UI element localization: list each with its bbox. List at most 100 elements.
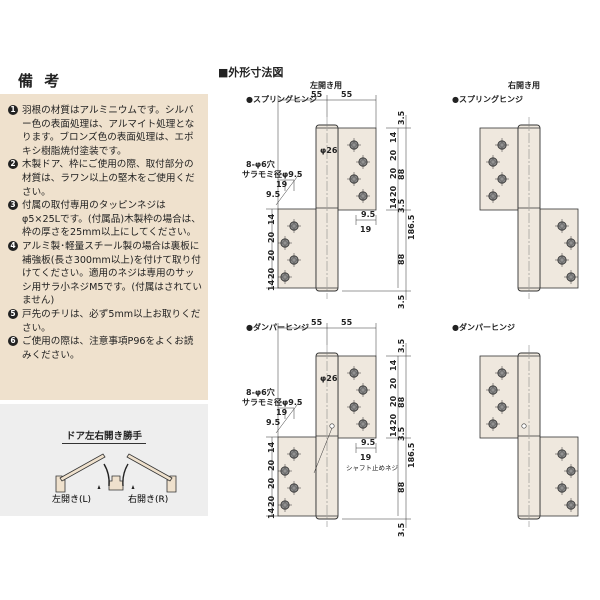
dimension-label: 19: [276, 408, 288, 417]
dimension-label: 14: [389, 359, 398, 371]
dimension-label: 14: [267, 507, 276, 519]
knuckle-joint: [316, 127, 338, 289]
dimension-label: 55: [311, 318, 323, 327]
notes-title: 備 考: [18, 72, 63, 90]
dimension-label: 19: [360, 453, 372, 462]
right-opening-column-title: 右開き用: [508, 81, 540, 90]
hole-centerline: [495, 172, 509, 186]
right-swing-arrow-icon: [122, 463, 129, 487]
note-number-badge: 6: [8, 336, 18, 347]
dimension-line: [266, 323, 411, 528]
dimension-lines: [266, 95, 411, 300]
note-text: 付属の取付専用のタッピンネジはφ5×25Lです。(付属品)木製枠の場合は、枠の厚…: [22, 200, 201, 239]
dimension-label: 55: [341, 318, 353, 327]
hole-centerline: [356, 155, 370, 169]
dimension-label: 3.5: [397, 522, 406, 537]
leader-line: [275, 400, 301, 434]
upper-leaf: [337, 355, 377, 439]
spring-hinge-title-left: ●スプリングヒンジ: [246, 95, 317, 104]
dimension-label: 8-φ6穴: [246, 159, 275, 169]
hole-centerline: [356, 383, 370, 397]
dimension-label: 9.5: [266, 418, 281, 427]
left-opening-label: 左開き(L): [52, 493, 91, 505]
spring-hinge-drawing: [277, 117, 377, 299]
dimension-label: 20: [267, 459, 276, 471]
dimension-label: シャフト止めネジ: [346, 463, 399, 472]
left-door-leaf-icon: [59, 453, 106, 482]
dimension-line: [266, 95, 411, 300]
dimension-label: 88: [397, 481, 406, 493]
hole-centerline: [287, 253, 301, 267]
right-door-leaf-icon: [126, 453, 173, 482]
spring-hinge-title-right: ●スプリングヒンジ: [452, 95, 523, 104]
dimension-lines: [266, 323, 411, 528]
hole-centerline: [495, 138, 509, 152]
dimension-label: 20: [267, 495, 276, 507]
hole-centerline: [564, 270, 578, 284]
dimension-label: 19: [276, 180, 288, 189]
left-opening-column-title: 左開き用: [310, 81, 342, 90]
dimension-label: φ26: [320, 146, 338, 155]
hole-centerline: [278, 236, 292, 250]
hole-centerline: [278, 498, 292, 512]
note-number-badge: 3: [8, 200, 18, 211]
hole-centerline: [287, 481, 301, 495]
hole-centerline: [287, 447, 301, 461]
damper-hinge-drawing: [479, 345, 579, 527]
hole-centerline: [278, 270, 292, 284]
dimension-label: サラモミ径φ9.5: [242, 397, 303, 407]
dimension-label: 14: [389, 425, 398, 437]
hole-centerline: [495, 366, 509, 380]
dimension-label: 55: [311, 90, 323, 99]
dimension-label: φ26: [320, 374, 338, 383]
hole-centerline: [555, 253, 569, 267]
hole-centerline: [555, 219, 569, 233]
spring-hinge-drawing: [479, 117, 579, 299]
hole-centerline: [564, 498, 578, 512]
dimension-label: 3.5: [397, 110, 406, 125]
upper-leaf: [479, 355, 519, 439]
dimension-label: 3.5: [397, 426, 406, 441]
dimension-label: 88: [397, 168, 406, 180]
dimension-drawing-title: ■外形寸法図: [218, 66, 284, 79]
upper-leaf: [479, 127, 519, 211]
dimension-label: 20: [267, 249, 276, 261]
door-hand-diagram: 左開き(L) 右開き(R): [52, 453, 177, 505]
dimension-label: 3.5: [397, 294, 406, 309]
damper-hinge-drawing: [277, 345, 377, 527]
knuckle-joint: [316, 355, 338, 517]
hole-centerline: [555, 447, 569, 461]
dimension-label: 14: [267, 441, 276, 453]
note-item: 3 付属の取付専用のタッピンネジはφ5×25Lです。(付属品)木製枠の場合は、枠の…: [8, 199, 202, 240]
note-number-badge: 4: [8, 240, 18, 251]
shaft-screw-icon: [521, 423, 527, 429]
dimension-label: 14: [267, 213, 276, 225]
hole-centerline: [347, 172, 361, 186]
dimension-label: 9.5: [361, 210, 376, 219]
dimension-label: 14: [389, 197, 398, 209]
dimension-label: 88: [397, 253, 406, 265]
dimension-label: 9.5: [361, 438, 376, 447]
hole-centerline: [278, 464, 292, 478]
note-text: 戸先のチリは、必ず5mm以上お取りください。: [22, 308, 201, 334]
dimension-label: 3.5: [397, 198, 406, 213]
dimension-label: 3.5: [397, 338, 406, 353]
dimension-label: 14: [389, 131, 398, 143]
hole-centerline: [356, 417, 370, 431]
dimension-label: 88: [397, 396, 406, 408]
door-hand-panel: [0, 404, 208, 516]
hole-centerline: [287, 219, 301, 233]
dimension-label: 20: [389, 167, 398, 179]
dimension-label: 186.5: [407, 442, 416, 468]
dimension-label: 20: [267, 477, 276, 489]
knuckle-joint: [518, 127, 540, 289]
hole-centerline: [347, 366, 361, 380]
leader-line: [275, 172, 301, 206]
